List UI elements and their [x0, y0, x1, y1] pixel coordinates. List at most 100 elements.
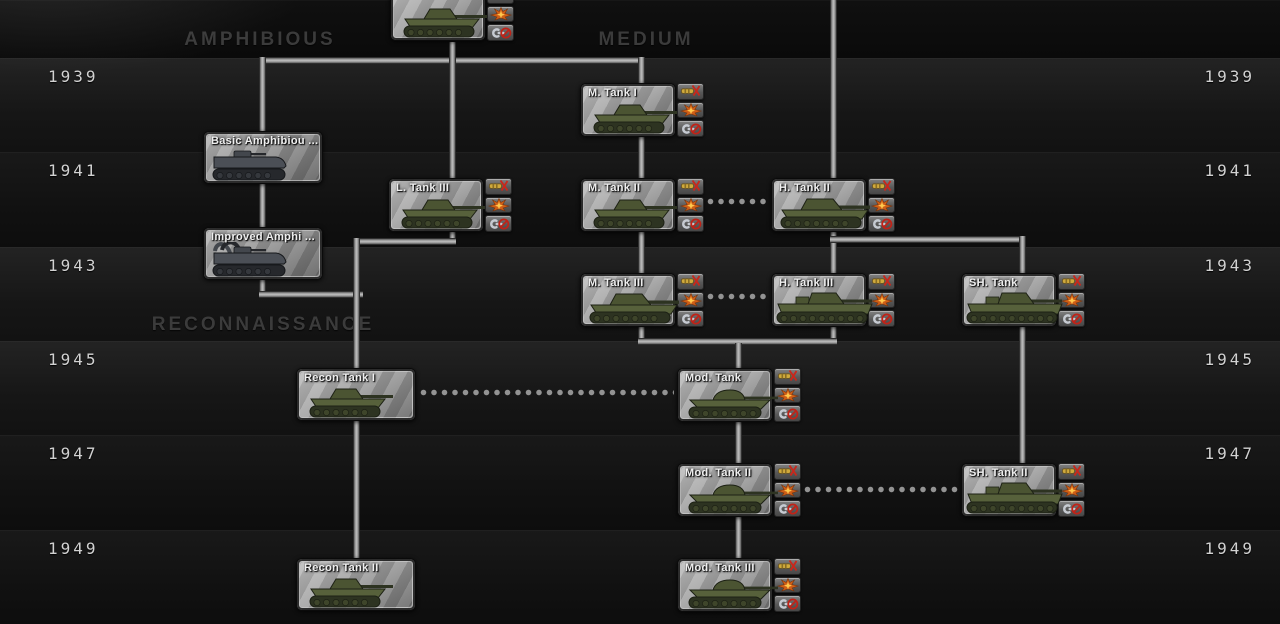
tech-card-frame: Mod. Tank III	[677, 558, 778, 612]
explosion-icon	[487, 5, 514, 23]
tech-card-root-tank[interactable]	[390, 0, 514, 42]
tree-connector	[259, 291, 363, 298]
gun-upgrade-cross-icon	[1058, 273, 1085, 290]
gun-upgrade-cross-icon	[774, 558, 801, 575]
tech-card-m-tank-i[interactable]: M. Tank I	[580, 83, 704, 138]
tech-card-recon-tank-ii[interactable]: Recon Tank II	[296, 558, 416, 611]
tech-card-title: M. Tank II	[588, 182, 641, 194]
gun-upgrade-cross-icon	[868, 273, 895, 290]
badge-column	[677, 83, 704, 138]
tech-card-l-tank-iii[interactable]: L. Tank III	[388, 178, 512, 233]
no-production-icon	[774, 595, 801, 613]
tree-connector	[830, 327, 837, 341]
badge-column	[677, 178, 704, 233]
year-label-right: 1943	[1204, 256, 1255, 275]
tech-card-title: L. Tank III	[396, 182, 450, 194]
tech-card-title: Basic Amphibiou ...	[211, 135, 319, 147]
tree-connector	[449, 57, 456, 179]
tech-card-basic-amphibious[interactable]: Basic Amphibiou ...	[203, 131, 323, 184]
year-label-left: 1945	[48, 350, 99, 369]
tech-card-improved-amphibious[interactable]: Improved Amphi ...	[203, 227, 323, 280]
tech-card-frame: H. Tank II	[771, 178, 870, 232]
tech-card-title: M. Tank I	[588, 87, 637, 99]
tech-card-frame	[390, 0, 487, 41]
gun-upgrade-cross-icon	[868, 178, 895, 195]
year-label-left: 1943	[48, 256, 99, 275]
category-header-band	[0, 0, 1280, 58]
tech-card-frame: SH. Tank II	[961, 463, 1063, 517]
tree-connector	[735, 421, 742, 464]
tree-connector	[830, 232, 837, 274]
no-production-icon	[1058, 500, 1085, 518]
exclusive-link-dotted	[707, 293, 768, 300]
tech-card-mod-tank[interactable]: Mod. Tank	[677, 368, 801, 423]
tree-connector	[735, 343, 742, 369]
tree-connector	[638, 232, 645, 274]
badge-column	[487, 0, 514, 42]
tech-card-sh-tank-ii[interactable]: SH. Tank II	[961, 463, 1085, 518]
tech-card-frame: Basic Amphibiou ...	[203, 131, 323, 184]
explosion-icon	[677, 291, 704, 309]
tree-connector	[1019, 326, 1026, 464]
year-label-right: 1945	[1204, 350, 1255, 369]
tree-connector	[259, 57, 266, 132]
year-label-right: 1939	[1204, 67, 1255, 86]
tech-card-title: Mod. Tank	[685, 372, 742, 384]
year-label-left: 1949	[48, 539, 99, 558]
badge-column	[868, 178, 895, 233]
tech-card-frame: Improved Amphi ...	[203, 227, 323, 280]
tree-connector	[449, 42, 456, 58]
tech-card-title: M. Tank III	[588, 277, 644, 289]
tech-card-h-tank-iii[interactable]: H. Tank III	[771, 273, 895, 328]
tech-card-title: SH. Tank II	[969, 467, 1028, 479]
tree-connector	[638, 327, 645, 341]
no-production-icon	[485, 215, 512, 233]
exclusive-link-dotted	[707, 198, 768, 205]
tech-card-title: Recon Tank II	[304, 562, 379, 574]
tree-connector	[735, 516, 742, 559]
no-production-icon	[868, 215, 895, 233]
year-label-left: 1947	[48, 444, 99, 463]
badge-column	[774, 368, 801, 423]
badge-column	[774, 558, 801, 613]
no-production-icon	[677, 120, 704, 138]
tree-connector	[1019, 236, 1026, 274]
badge-column	[774, 463, 801, 518]
tech-card-mod-tank-iii[interactable]: Mod. Tank III	[677, 558, 801, 613]
gun-upgrade-cross-icon	[677, 178, 704, 195]
gun-upgrade-cross-icon	[774, 463, 801, 480]
explosion-icon	[677, 196, 704, 214]
gun-upgrade-cross-icon	[677, 273, 704, 290]
tech-card-title: Mod. Tank II	[685, 467, 752, 479]
tree-connector	[353, 238, 360, 369]
tech-card-mod-tank-ii[interactable]: Mod. Tank II	[677, 463, 801, 518]
explosion-icon	[485, 196, 512, 214]
explosion-icon	[868, 196, 895, 214]
tech-card-sh-tank[interactable]: SH. Tank	[961, 273, 1085, 328]
tech-card-frame: SH. Tank	[961, 273, 1063, 327]
exclusive-link-dotted	[420, 389, 674, 396]
year-band: 1945 1945	[0, 341, 1280, 435]
tree-connector	[830, 0, 837, 179]
tech-card-m-tank-ii[interactable]: M. Tank II	[580, 178, 704, 233]
gun-upgrade-cross-icon	[485, 178, 512, 195]
explosion-icon	[1058, 291, 1085, 309]
tree-connector	[638, 57, 645, 84]
no-production-icon	[1058, 310, 1085, 328]
tech-card-recon-tank-i[interactable]: Recon Tank I	[296, 368, 416, 421]
year-label-left: 1939	[48, 67, 99, 86]
tech-card-h-tank-ii[interactable]: H. Tank II	[771, 178, 895, 233]
tech-card-frame: M. Tank III	[580, 273, 679, 327]
year-label-left: 1941	[48, 161, 99, 180]
tech-card-frame: L. Tank III	[388, 178, 485, 232]
no-production-icon	[868, 310, 895, 328]
tech-card-title: H. Tank III	[779, 277, 834, 289]
tech-card-m-tank-iii[interactable]: M. Tank III	[580, 273, 704, 328]
badge-column	[1058, 273, 1085, 328]
tech-card-frame: H. Tank III	[771, 273, 873, 327]
tech-card-title: H. Tank II	[779, 182, 831, 194]
no-production-icon	[774, 405, 801, 423]
exclusive-link-dotted	[804, 486, 958, 493]
